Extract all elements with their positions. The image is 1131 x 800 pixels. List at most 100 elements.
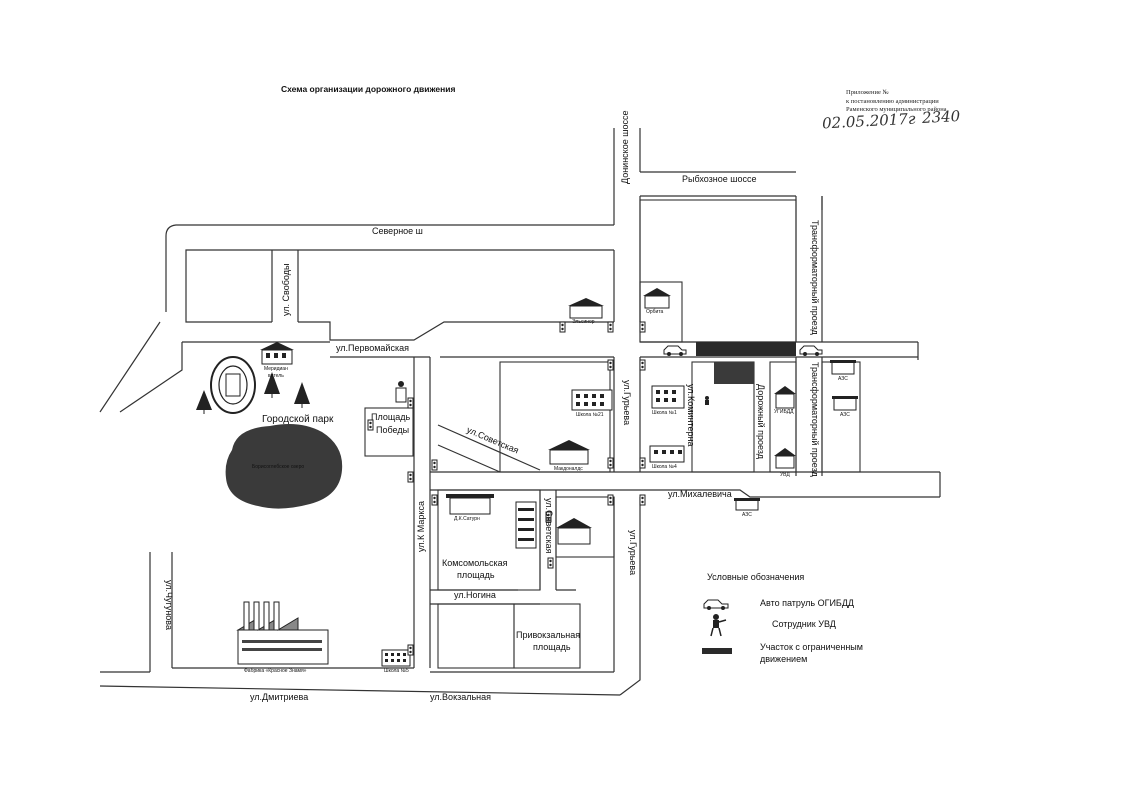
label-sovetskaya-vert: ул.Советская (544, 498, 554, 554)
label-transformator-bottom: Трансформаторный проезд (810, 362, 820, 478)
patrol-car-icon (663, 345, 687, 356)
block-uvd (769, 361, 797, 473)
building-icon (568, 298, 604, 319)
block-privokzalnaya (437, 603, 515, 669)
monument-icon (395, 381, 407, 403)
road-guryeva-top (613, 250, 641, 472)
patrol-car-icon (703, 599, 729, 610)
traffic-light-icon (639, 359, 646, 371)
label-orbita: Орбита (646, 309, 664, 315)
label-lake: Борисоглебское озеро (252, 464, 304, 470)
label-komsomolskaya-1: Комсомольская (442, 558, 508, 568)
label-guryeva-bottom: ул.Гурьева (628, 530, 638, 575)
road-chugunova (149, 552, 173, 672)
police-officer-icon (705, 396, 709, 405)
restricted-section (696, 342, 796, 356)
appendix-line-3: Раменского муниципального района (846, 106, 947, 113)
label-doninskoe: Донинское шоссе (620, 111, 630, 184)
tree-icon (264, 372, 280, 398)
building-icon (774, 386, 796, 409)
label-ugibdd: УГИБДД (774, 409, 794, 415)
label-azs-1: АЗС (838, 376, 848, 382)
label-transformator-top: Трансформаторный проезд (810, 220, 820, 336)
building-icon (515, 501, 537, 549)
block-center (499, 361, 611, 473)
traffic-light-icon (547, 557, 554, 569)
label-dmitrieva: ул.Дмитриева (250, 692, 308, 702)
police-officer-icon (710, 614, 727, 637)
label-guryeva-top: ул.Гурьева (622, 380, 632, 425)
building-icon (260, 342, 294, 365)
tree-icon (294, 382, 310, 408)
gas-station-icon (830, 360, 856, 375)
label-shkola-21: Школа №21 (576, 412, 604, 418)
road-sovetskaya-diag (437, 424, 541, 473)
traffic-light-icon (607, 359, 614, 371)
traffic-light-icon (431, 494, 438, 506)
building-icon (774, 448, 796, 469)
traffic-light-icon (367, 419, 374, 431)
road-pervomayskaya (298, 250, 615, 358)
building-icon (446, 494, 494, 515)
traffic-light-icon (431, 459, 438, 471)
label-kmarksa: ул.К Маркса (416, 501, 426, 552)
block-privokzalnaya-2 (513, 603, 581, 669)
patrol-car-icon (799, 345, 823, 356)
label-dorozhny: Дорожный проезд (756, 384, 766, 460)
appendix-line-1: Приложение № (846, 89, 889, 96)
appendix-line-2: к постановлению администрации (846, 97, 939, 105)
road-severnoe (165, 196, 641, 323)
road-guryeva-bottom (613, 497, 641, 696)
building-icon (651, 385, 685, 409)
building-icon (548, 440, 590, 465)
road-nogina (430, 589, 576, 605)
label-rybhoznoe: Рыбхозное шоссе (682, 174, 756, 184)
road-vokzalnaya (99, 667, 621, 696)
road-kmarksa (413, 357, 431, 668)
label-privokzalnaya-1: Привокзальная (516, 630, 580, 640)
stadium-icon (210, 356, 256, 414)
legend-officer: Сотрудник УВД (772, 619, 836, 629)
label-elsinor: Эльсинор (572, 319, 595, 325)
label-shkola-1: Школа №1 (652, 410, 677, 416)
label-severnoe: Северное ш (372, 226, 423, 236)
gas-station-icon (734, 498, 760, 511)
label-dk-saturn: Д.К.Сатурн (454, 516, 480, 522)
label-shkola-5: Школа №5 (384, 668, 409, 674)
factory-icon (236, 601, 329, 665)
traffic-light-icon (607, 321, 614, 333)
label-uvd: УВД (780, 472, 790, 478)
restricted-block (714, 362, 754, 384)
gas-station-icon (832, 396, 858, 411)
label-ploshchad-pobedy-2: Победы (376, 425, 409, 435)
roads (99, 128, 941, 696)
label-azs-3: АЗС (742, 512, 752, 518)
label-svobody: ул. Свободы (281, 264, 291, 316)
building-icon (381, 649, 411, 667)
legend-title: Условные обозначения (707, 572, 805, 582)
label-gorodskoy-park: Городской парк (262, 414, 334, 425)
road-rybhoznoe (640, 171, 796, 197)
block-orbita (639, 281, 683, 343)
block-ploshchad-pobedy (364, 407, 414, 457)
traffic-light-icon (607, 457, 614, 469)
traffic-light-icon (407, 471, 414, 483)
block-komsomolskaya (437, 489, 541, 591)
label-mikhalevicha: ул.Михалевича (668, 489, 732, 499)
legend-patrol: Авто патруль ОГИБДД (760, 598, 855, 608)
label-ploshchad-pobedy-1: Площадь (371, 412, 410, 422)
tree-icon (196, 390, 212, 414)
traffic-light-icon (639, 457, 646, 469)
traffic-light-icon (639, 321, 646, 333)
traffic-light-icon (607, 494, 614, 506)
label-komsomolskaya-2: площадь (457, 570, 495, 580)
lake-shape (225, 424, 343, 509)
label-chugunova: ул.Чугунова (164, 580, 174, 630)
label-vitel: витель (268, 373, 284, 379)
traffic-lights (367, 321, 646, 656)
traffic-light-icon (639, 494, 646, 506)
label-vokzalnaya: ул.Вокзальная (430, 692, 491, 702)
road-svobody (271, 250, 299, 322)
